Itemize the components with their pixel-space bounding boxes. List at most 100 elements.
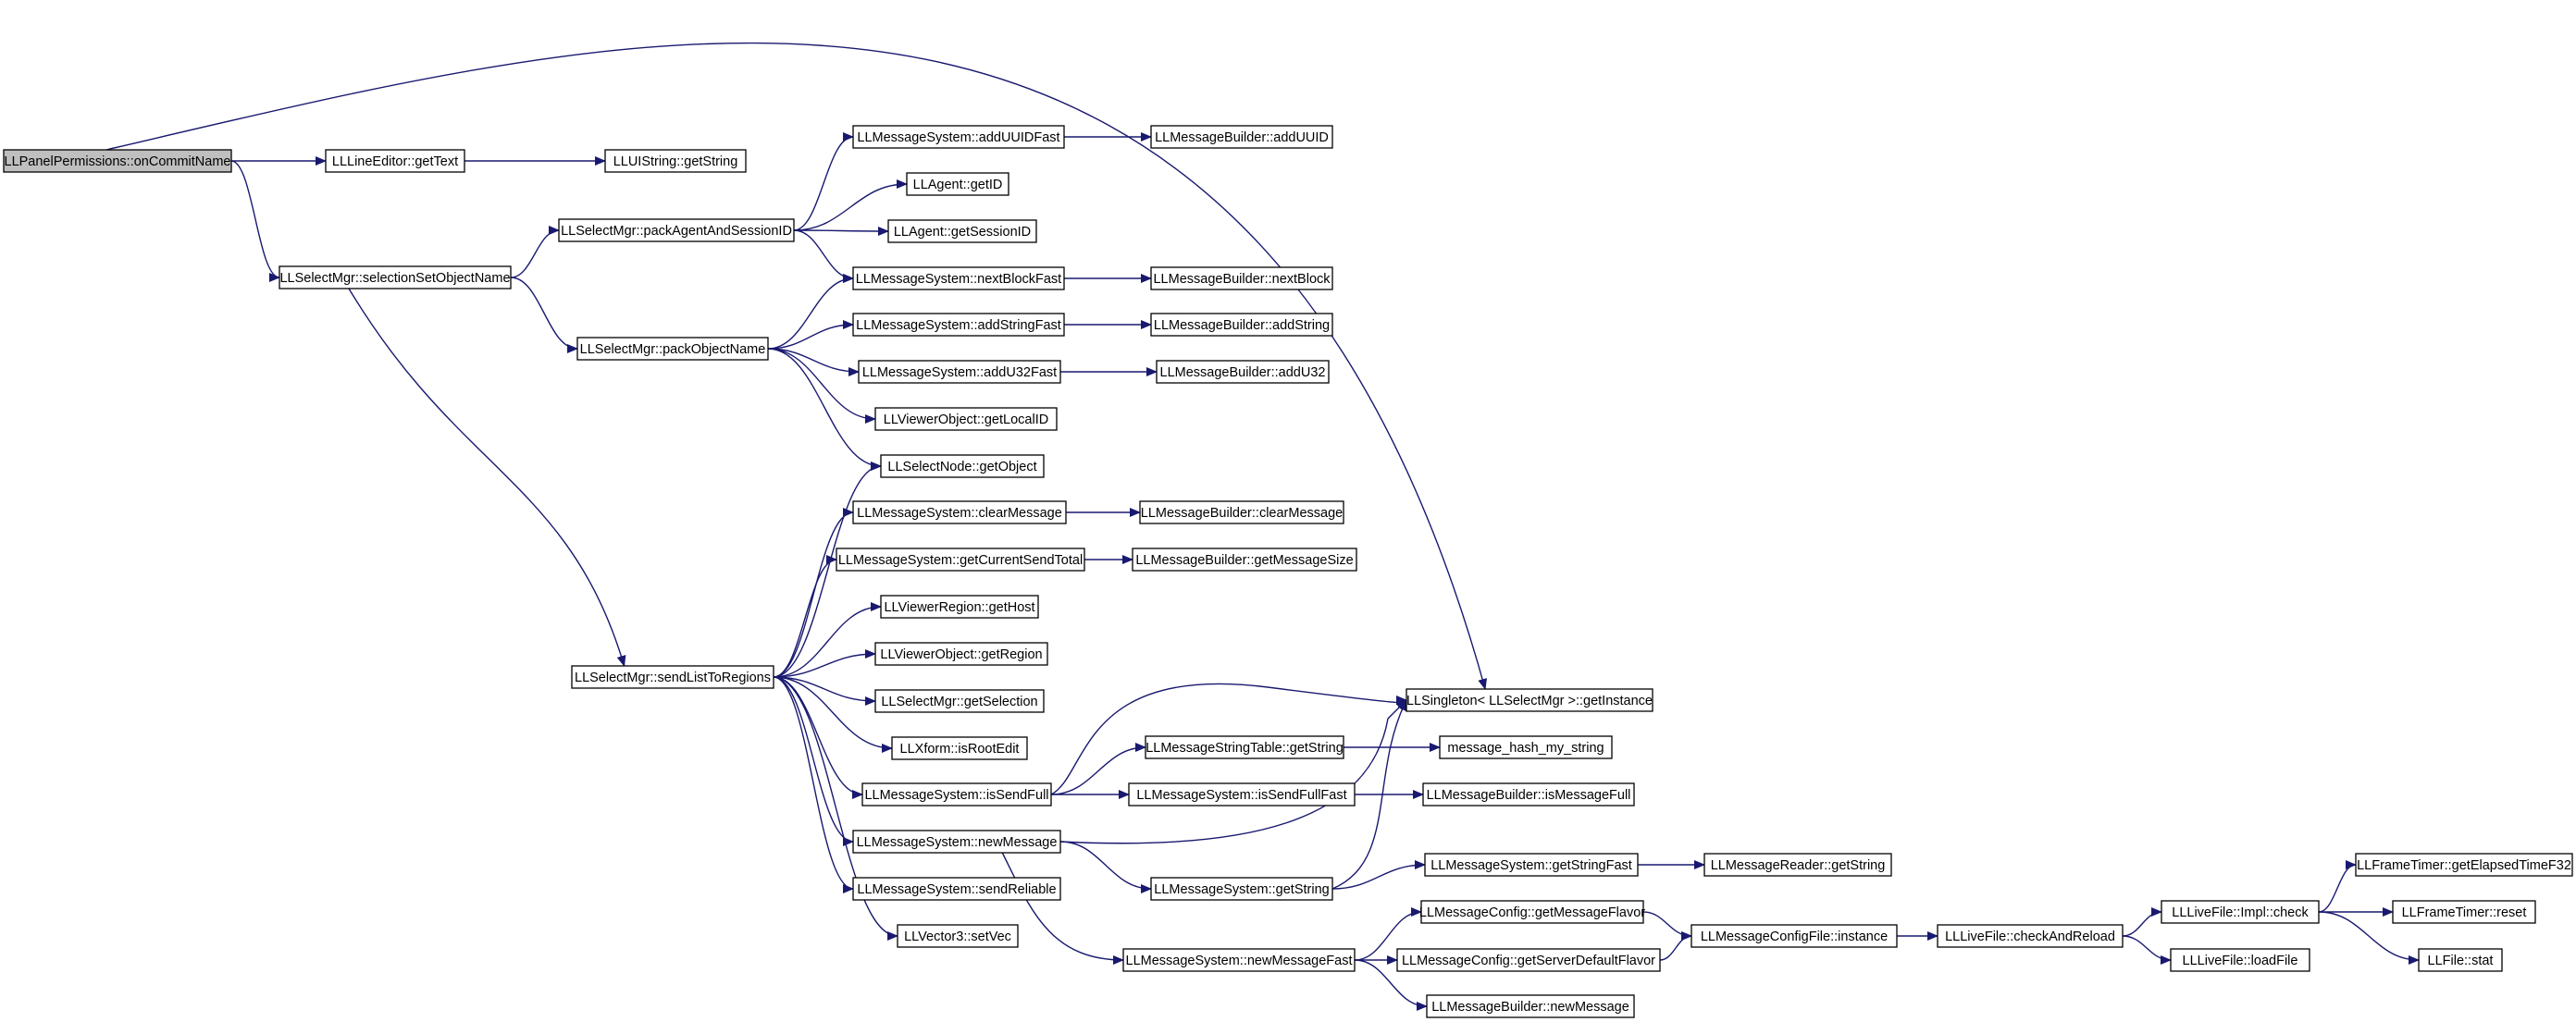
node-box[interactable] [1150, 125, 1333, 149]
node-msg_getstringfast[interactable]: LLMessageSystem::getStringFast [1424, 853, 1639, 877]
node-hash_mystring[interactable]: message_hash_my_string [1439, 735, 1613, 759]
node-sel_setobjname[interactable]: LLSelectMgr::selectionSetObjectName [279, 265, 512, 289]
node-box[interactable] [880, 454, 1045, 478]
node-lf_impl_check[interactable]: LLLiveFile::Impl::check [2161, 900, 2320, 924]
node-box[interactable] [1424, 853, 1639, 877]
node-sel_sendlist[interactable]: LLSelectMgr::sendListToRegions [571, 665, 774, 689]
node-box[interactable] [1156, 360, 1330, 384]
node-msg_sendreliable[interactable]: LLMessageSystem::sendReliable [852, 877, 1061, 901]
node-box[interactable] [1132, 548, 1357, 572]
node-box[interactable] [1439, 735, 1613, 759]
node-vo_getlocalid[interactable]: LLViewerObject::getLocalID [874, 407, 1058, 431]
node-agent_getid[interactable]: LLAgent::getID [906, 172, 1009, 196]
node-mcf_instance[interactable]: LLMessageConfigFile::instance [1690, 924, 1898, 948]
node-msg_getstring[interactable]: LLMessageSystem::getString [1150, 877, 1333, 901]
node-agent_getsession[interactable]: LLAgent::getSessionID [887, 219, 1037, 243]
node-box[interactable] [1139, 500, 1344, 524]
node-box[interactable] [1937, 924, 2124, 948]
node-mc_getflavor[interactable]: LLMessageConfig::getMessageFlavor [1419, 900, 1645, 924]
node-msg_nextblockfast[interactable]: LLMessageSystem::nextBlockFast [852, 266, 1065, 290]
node-box[interactable] [891, 736, 1028, 760]
node-box[interactable] [571, 665, 774, 689]
node-box[interactable] [874, 642, 1048, 666]
node-sel_packobjname[interactable]: LLSelectMgr::packObjectName [576, 337, 769, 361]
node-box[interactable] [836, 548, 1085, 572]
node-box[interactable] [874, 407, 1058, 431]
node-box[interactable] [858, 360, 1061, 384]
node-box[interactable] [2355, 853, 2573, 877]
node-box[interactable] [906, 172, 1009, 196]
node-sel_packagent[interactable]: LLSelectMgr::packAgentAndSessionID [558, 218, 795, 242]
node-root[interactable]: LLPanelPermissions::onCommitName [3, 149, 232, 173]
node-msg_newmsgfast[interactable]: LLMessageSystem::newMessageFast [1122, 948, 1356, 972]
node-box[interactable] [2161, 900, 2320, 924]
node-box[interactable] [1128, 782, 1356, 807]
node-mst_getstring[interactable]: LLMessageStringTable::getString [1145, 735, 1344, 759]
node-box[interactable] [1420, 900, 1644, 924]
node-lle_gettext[interactable]: LLLineEditor::getText [325, 149, 465, 173]
node-box[interactable] [3, 149, 232, 173]
node-file_stat[interactable]: LLFile::stat [2418, 948, 2503, 972]
node-msg_issendfullfast[interactable]: LLMessageSystem::isSendFullFast [1128, 782, 1356, 807]
node-xform_isroot[interactable]: LLXform::isRootEdit [891, 736, 1028, 760]
node-box[interactable] [2392, 900, 2536, 924]
node-box[interactable] [852, 313, 1065, 337]
node-mb_addstring[interactable]: LLMessageBuilder::addString [1150, 313, 1333, 337]
node-box[interactable] [887, 219, 1037, 243]
node-mc_getserverflavor[interactable]: LLMessageConfig::getServerDefaultFlavor [1396, 948, 1661, 972]
node-box[interactable] [558, 218, 795, 242]
node-box[interactable] [1150, 877, 1333, 901]
node-singleton[interactable]: LLSingleton< LLSelectMgr >::getInstance [1406, 688, 1653, 712]
node-box[interactable] [2418, 948, 2503, 972]
node-box[interactable] [861, 782, 1052, 807]
node-box[interactable] [1145, 735, 1344, 759]
node-box[interactable] [852, 500, 1067, 524]
node-box[interactable] [1703, 853, 1892, 877]
node-box[interactable] [604, 149, 747, 173]
node-mb_newmessage[interactable]: LLMessageBuilder::newMessage [1426, 994, 1635, 1018]
node-vo_getregion[interactable]: LLViewerObject::getRegion [874, 642, 1048, 666]
node-mb_addu32[interactable]: LLMessageBuilder::addU32 [1156, 360, 1330, 384]
node-msg_adduuidfast[interactable]: LLMessageSystem::addUUIDFast [852, 125, 1065, 149]
node-vr_gethost[interactable]: LLViewerRegion::getHost [880, 595, 1039, 619]
node-msg_addu32fast[interactable]: LLMessageSystem::addU32Fast [858, 360, 1061, 384]
node-box[interactable] [852, 830, 1061, 854]
node-mb_nextblock[interactable]: LLMessageBuilder::nextBlock [1150, 266, 1333, 290]
node-box[interactable] [1426, 994, 1635, 1018]
node-msg_newmessage[interactable]: LLMessageSystem::newMessage [852, 830, 1061, 854]
node-msg_issendfull[interactable]: LLMessageSystem::isSendFull [861, 782, 1052, 807]
node-mb_clear[interactable]: LLMessageBuilder::clearMessage [1139, 500, 1344, 524]
node-box[interactable] [1406, 688, 1653, 712]
node-lf_checkreload[interactable]: LLLiveFile::checkAndReload [1937, 924, 2124, 948]
node-msg_cursend[interactable]: LLMessageSystem::getCurrentSendTotal [836, 548, 1085, 572]
node-mb_getsize[interactable]: LLMessageBuilder::getMessageSize [1132, 548, 1357, 572]
node-vec_setvec[interactable]: LLVector3::setVec [897, 924, 1019, 948]
node-lf_loadfile[interactable]: LLLiveFile::loadFile [2170, 948, 2310, 972]
node-sn_getobject[interactable]: LLSelectNode::getObject [880, 454, 1045, 478]
node-box[interactable] [1396, 948, 1661, 972]
node-box[interactable] [852, 266, 1065, 290]
node-mb_adduuid[interactable]: LLMessageBuilder::addUUID [1150, 125, 1333, 149]
node-box[interactable] [279, 265, 512, 289]
node-box[interactable] [852, 877, 1061, 901]
node-box[interactable] [1122, 948, 1356, 972]
node-sel_getselection[interactable]: LLSelectMgr::getSelection [874, 689, 1045, 713]
node-ft_getelapsed[interactable]: LLFrameTimer::getElapsedTimeF32 [2355, 853, 2573, 877]
node-box[interactable] [852, 125, 1065, 149]
node-box[interactable] [880, 595, 1039, 619]
node-box[interactable] [1422, 782, 1635, 807]
node-llui_getstring[interactable]: LLUIString::getString [604, 149, 747, 173]
node-box[interactable] [1150, 313, 1333, 337]
node-msg_addstringfast[interactable]: LLMessageSystem::addStringFast [852, 313, 1065, 337]
node-mr_getstring[interactable]: LLMessageReader::getString [1703, 853, 1892, 877]
node-mb_ismsgfull[interactable]: LLMessageBuilder::isMessageFull [1422, 782, 1635, 807]
node-box[interactable] [325, 149, 465, 173]
node-msg_clear[interactable]: LLMessageSystem::clearMessage [852, 500, 1067, 524]
node-box[interactable] [1150, 266, 1333, 290]
node-box[interactable] [2170, 948, 2310, 972]
node-ft_reset[interactable]: LLFrameTimer::reset [2392, 900, 2536, 924]
node-box[interactable] [1690, 924, 1898, 948]
node-box[interactable] [576, 337, 769, 361]
node-box[interactable] [874, 689, 1045, 713]
node-box[interactable] [897, 924, 1019, 948]
